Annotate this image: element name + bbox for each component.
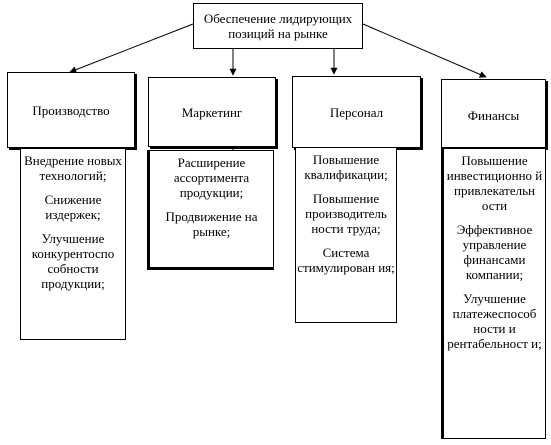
production-item: Улучшение конкурентоспо собности продукц…: [31, 231, 115, 291]
category-personnel-box: Персонал: [292, 76, 421, 148]
finance-item: Повышение инвестиционно й привлекательн …: [446, 153, 543, 213]
production-items-box: Внедрение новых технологий; Снижение изд…: [20, 148, 126, 340]
category-production-label: Производство: [32, 102, 110, 118]
arrow-to-finance: [362, 23, 487, 78]
marketing-item: Продвижение на рынке;: [165, 209, 258, 239]
personnel-item: Повышение квалификации;: [304, 152, 388, 182]
finance-item: Эффективное управление финансами компани…: [456, 222, 533, 282]
personnel-item: Система стимулирован ия;: [297, 245, 395, 275]
root-goal-box: Обеспечение лидирующих позиций на рынке: [193, 3, 363, 49]
category-finance-label: Финансы: [467, 108, 520, 123]
category-finance-box: Финансы: [441, 79, 546, 148]
production-item: Снижение издержек;: [44, 192, 102, 222]
arrow-to-production: [69, 23, 194, 73]
category-production-box: Производство: [7, 72, 135, 148]
production-item: Внедрение новых технологий;: [24, 153, 122, 183]
finance-item: Улучшение платежеспособ ности и рентабел…: [447, 291, 542, 351]
root-goal-text: Обеспечение лидирующих позиций на рынке: [203, 11, 353, 41]
finance-items-box: Повышение инвестиционно й привлекательн …: [441, 148, 546, 439]
category-marketing-label: Маркетинг: [181, 104, 243, 120]
category-marketing-box: Маркетинг: [148, 77, 276, 147]
marketing-item: Расширение ассортимента продукции;: [173, 155, 250, 200]
personnel-items-box: Повышение квалификации; Повышение произв…: [295, 147, 397, 323]
category-personnel-label: Персонал: [329, 104, 384, 120]
personnel-item: Повышение производитель ности труда;: [305, 191, 387, 236]
marketing-items-box: Расширение ассортимента продукции; Продв…: [147, 150, 274, 270]
